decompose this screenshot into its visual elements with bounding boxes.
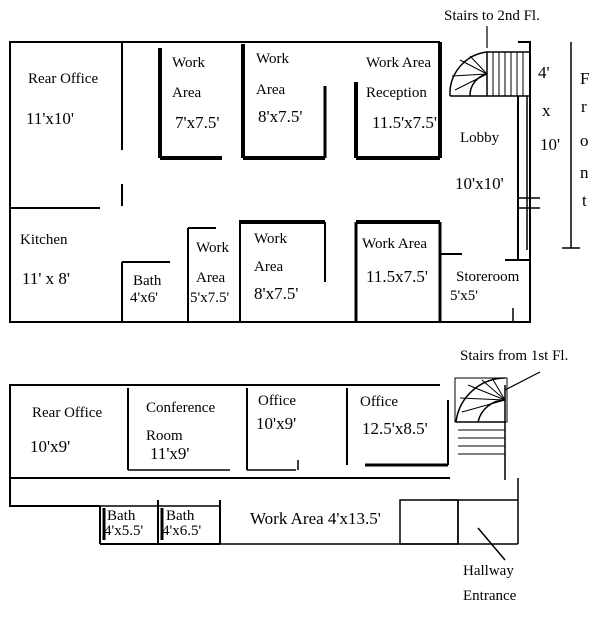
room-name: Work Area	[362, 236, 427, 252]
room-dim: 10'x10'	[455, 174, 504, 193]
floor1-outline	[9, 41, 531, 323]
room-name: Office	[258, 393, 296, 409]
second-floor	[9, 371, 541, 561]
room-name: Work	[196, 240, 229, 256]
room-name: Bath	[107, 508, 136, 524]
second-floor-labels: Stairs from 1st Fl. Rear Office 10'x9' C…	[30, 348, 568, 604]
room-dim: 12.5'x8.5'	[362, 419, 428, 438]
front-letter: t	[582, 191, 587, 210]
room-dim: 11'x10'	[26, 109, 74, 128]
room-name: Reception	[366, 85, 427, 101]
entrance-label: Entrance	[463, 588, 517, 604]
room-name: Office	[360, 394, 398, 410]
room-name: Kitchen	[20, 232, 68, 248]
room-dim: 5'x7.5'	[190, 290, 229, 306]
vestibule-dim: 4'	[538, 63, 550, 82]
room-name: Area	[256, 82, 285, 98]
room-dim: 11'x9'	[150, 444, 190, 463]
room-dim: 5'x5'	[450, 288, 478, 304]
entrance-label: Hallway	[463, 563, 514, 579]
vestibule-dim: 10'	[540, 135, 560, 154]
room-name: Storeroom	[456, 269, 520, 285]
room-dim: 8'x7.5'	[254, 284, 298, 303]
room-dim: 11.5'x7.5'	[372, 113, 437, 132]
room-name: Bath	[133, 273, 162, 289]
floor2-outline	[9, 384, 440, 507]
room-name: Work Area	[366, 55, 431, 71]
room-name: Work	[254, 231, 287, 247]
room-name: Area	[196, 270, 225, 286]
stairs-to-2nd-label: Stairs to 2nd Fl.	[444, 8, 540, 24]
room-name: Rear Office	[32, 405, 102, 421]
room-dim: 4'x5.5'	[104, 523, 143, 539]
front-letter: r	[581, 97, 587, 116]
room-name: Work	[172, 55, 205, 71]
room-name: Work	[256, 51, 289, 67]
room-dim: 7'x7.5'	[175, 113, 219, 132]
room-name: Area	[254, 259, 283, 275]
room-name: Area	[172, 85, 201, 101]
room-dim: 10'x9'	[30, 437, 70, 456]
room-dim: 8'x7.5'	[258, 107, 302, 126]
room-dim: 4'x6'	[130, 290, 158, 306]
room-name: Lobby	[460, 130, 500, 146]
front-letter: F	[580, 69, 589, 88]
room-dim: 10'x9'	[256, 414, 296, 433]
first-floor-labels: Stairs to 2nd Fl. F r o n t 4' x 10' Rea…	[20, 8, 589, 306]
room-name: Bath	[166, 508, 195, 524]
stairs-from-1st-label: Stairs from 1st Fl.	[460, 348, 568, 364]
room-name: Work Area 4'x13.5'	[250, 509, 381, 528]
room-name: Conference	[146, 400, 215, 416]
front-letter: n	[580, 163, 589, 182]
first-floor	[9, 26, 580, 323]
room-dim: 4'x6.5'	[162, 523, 201, 539]
vestibule-dim: x	[542, 101, 551, 120]
room-name: Rear Office	[28, 71, 98, 87]
room-dim: 11' x 8'	[22, 269, 70, 288]
room-dim: 11.5x7.5'	[366, 267, 428, 286]
front-letter: o	[580, 131, 589, 150]
room-name: Room	[146, 428, 183, 444]
